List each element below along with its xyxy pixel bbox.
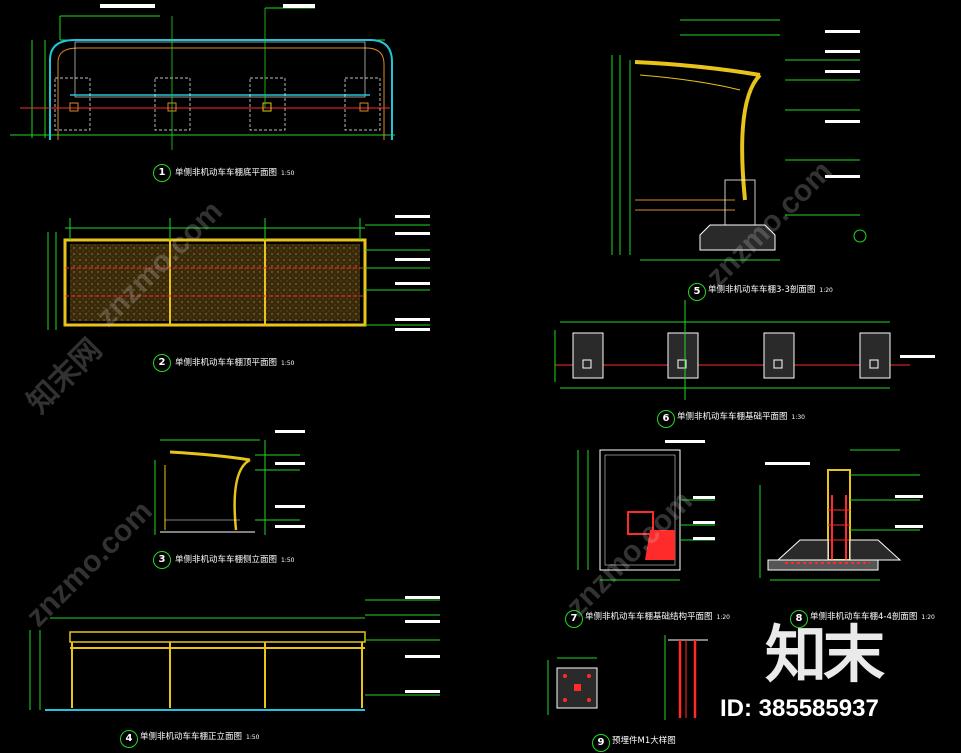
drawing-scale: 1:50 [281, 557, 295, 564]
drawing-7-foundation-structure [577, 440, 715, 581]
drawing-number-8: 8 [790, 610, 808, 628]
drawing-title-text: 单侧非机动车车棚4-4剖面图 [810, 612, 918, 622]
drawing-scale: 1:20 [921, 614, 935, 621]
drawing-number-1: 1 [153, 164, 171, 182]
drawing-title-9: 预埋件M1大样图 [612, 734, 680, 746]
drawing-6-foundation-plan [554, 300, 935, 400]
drawing-8-section-4-4 [759, 449, 923, 581]
brand-logo: 知末 [765, 618, 885, 691]
drawing-title-text: 预埋件M1大样图 [612, 736, 676, 746]
drawing-number-3: 3 [153, 551, 171, 569]
resource-id: ID: 385585937 [720, 695, 879, 722]
drawing-number-2: 2 [153, 354, 171, 372]
drawing-4-front-elevation [29, 596, 440, 711]
drawing-3-side-elevation [154, 430, 305, 535]
drawing-title-text: 单侧非机动车车棚3-3剖面图 [708, 285, 816, 295]
drawing-number-4: 4 [120, 730, 138, 748]
drawing-scale: 1:50 [281, 170, 295, 177]
drawing-2-roof-plan [47, 215, 430, 331]
drawing-scale: 1:50 [281, 360, 295, 367]
drawing-number-5: 5 [688, 283, 706, 301]
drawing-scale: 1:20 [716, 614, 730, 621]
drawing-1-floor-plan [10, 4, 395, 150]
drawing-9-embedded-part [547, 635, 708, 720]
drawing-scale: 1:20 [819, 287, 833, 294]
drawing-title-text: 单侧非机动车车棚正立面图 [140, 732, 243, 742]
drawing-number-6: 6 [657, 410, 675, 428]
drawing-title-text: 单侧非机动车车棚侧立面图 [175, 555, 278, 565]
drawing-number-9: 9 [592, 734, 610, 752]
drawing-title-text: 单侧非机动车车棚顶平面图 [175, 358, 278, 368]
drawing-title-text: 单侧非机动车车棚基础平面图 [677, 412, 788, 422]
drawing-scale: 1:50 [246, 734, 260, 741]
drawing-number-7: 7 [565, 610, 583, 628]
drawing-title-text: 单侧非机动车车棚基础结构平面图 [585, 612, 713, 622]
drawing-5-section-3-3 [611, 19, 867, 261]
drawing-scale: 1:30 [791, 414, 805, 421]
drawing-title-text: 单侧非机动车车棚底平面图 [175, 168, 278, 178]
